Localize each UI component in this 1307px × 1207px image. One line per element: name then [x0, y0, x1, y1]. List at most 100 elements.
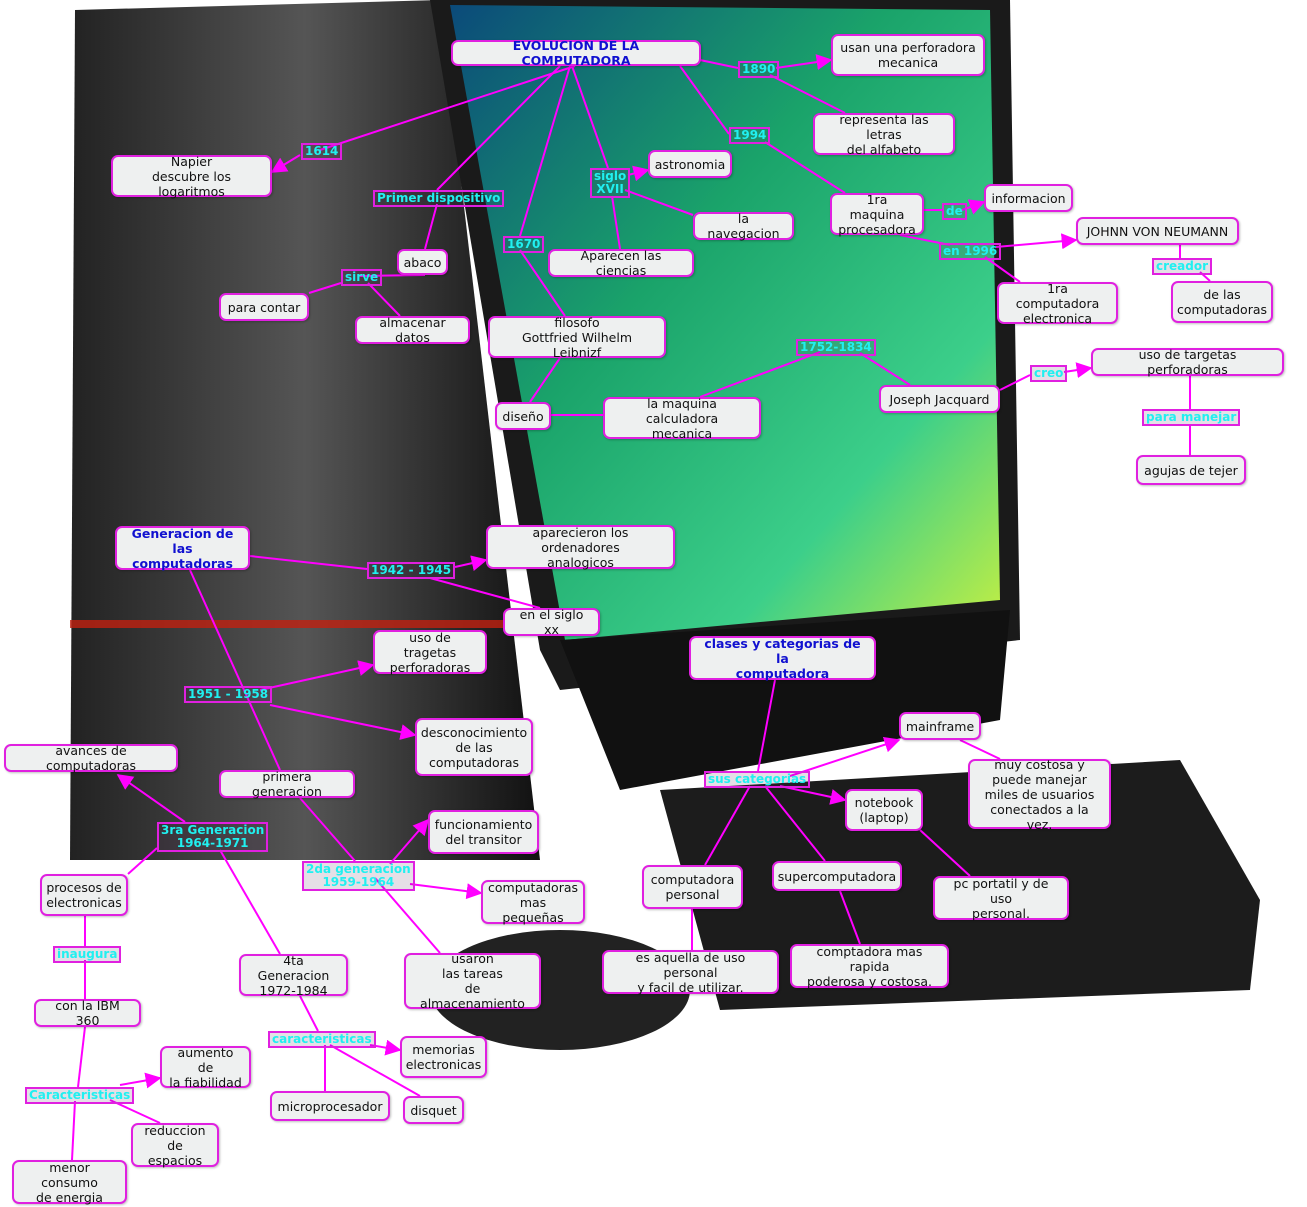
connector-line — [409, 883, 483, 900]
concept-analogicos[interactable]: aparecieron los ordenadores analogicos — [486, 525, 675, 570]
linking-phrase-inaugura[interactable]: inaugura — [53, 946, 122, 963]
concept-tragetas[interactable]: uso de tragetas perforadoras — [373, 630, 487, 675]
concept-usaron[interactable]: usaron las tareas de almacenamiento — [404, 951, 541, 1011]
concept-napier[interactable]: Napier descubre los logaritmos — [111, 154, 272, 199]
connector-line — [436, 65, 561, 191]
concept-fiabilidad[interactable]: aumento de la fiabilidad — [160, 1045, 251, 1090]
linking-phrase-primer[interactable]: Primer dispositivo — [373, 190, 505, 207]
concept-rapida[interactable]: comptadora mas rapida poderosa y costosa… — [790, 944, 949, 989]
linking-phrase-en1996[interactable]: en 1996 — [939, 243, 1002, 260]
linking-phrase-caract1[interactable]: Caracteristicas — [25, 1087, 135, 1104]
concept-ibm[interactable]: con la IBM 360 — [34, 998, 141, 1028]
concept-representa[interactable]: representa las letras del alfabeto — [813, 112, 955, 157]
concept-cuarta[interactable]: 4ta Generacion 1972-1984 — [239, 953, 348, 998]
concept-pequenas[interactable]: computadoras mas pequeñas — [481, 880, 585, 925]
concept-reduccion[interactable]: reduccion de espacios — [131, 1123, 219, 1168]
connector-line — [764, 785, 826, 862]
concept-personal[interactable]: computadora personal — [642, 865, 743, 909]
concept-agujas[interactable]: agujas de tejer — [1136, 455, 1246, 485]
concept-mainframe[interactable]: mainframe — [899, 712, 981, 740]
concept-disquet[interactable]: disquet — [403, 1096, 464, 1124]
connector-line — [919, 829, 971, 877]
linking-phrase-segunda[interactable]: 2da generacion 1959-1964 — [302, 861, 415, 891]
connector-line — [259, 660, 375, 691]
concept-diseno[interactable]: diseño — [495, 402, 551, 430]
linking-phrase-l1614[interactable]: 1614 — [301, 143, 343, 160]
concept-abaco[interactable]: abaco — [397, 249, 448, 275]
concept-costosa[interactable]: muy costosa y puede manejar miles de usu… — [968, 757, 1111, 832]
concept-contar[interactable]: para contar — [219, 293, 309, 321]
concept-astronomia[interactable]: astronomia — [648, 150, 732, 178]
connector-line — [71, 1100, 76, 1161]
concept-title[interactable]: EVOLUCION DE LA COMPUTADORA — [451, 38, 701, 68]
connector-line — [984, 256, 1021, 283]
linking-phrase-manejar[interactable]: para manejar — [1142, 409, 1241, 426]
concept-generacion[interactable]: Generacion de las computadoras — [115, 526, 250, 571]
concept-maquina1[interactable]: 1ra maquina procesadora — [830, 192, 924, 237]
connector-line — [775, 54, 833, 70]
linking-phrase-l1890[interactable]: 1890 — [738, 61, 780, 78]
concept-super[interactable]: supercomputadora — [772, 861, 902, 891]
linking-phrase-l1994[interactable]: 1994 — [729, 127, 771, 144]
connector-line — [529, 357, 561, 403]
tower-red-stripe — [70, 620, 530, 628]
connector-line — [519, 65, 571, 237]
connector-line — [764, 141, 846, 194]
concept-transitor[interactable]: funcionamiento del transitor — [428, 810, 539, 854]
connector-line — [959, 739, 1001, 760]
connector-line — [611, 195, 621, 250]
concept-aquella[interactable]: es aquella de uso personal y facil de ut… — [602, 950, 779, 995]
concept-ciencias[interactable]: Aparecen las ciencias — [548, 248, 694, 278]
concept-primera[interactable]: primera generacion — [219, 769, 355, 799]
linking-phrase-categorias[interactable]: sus categorias — [704, 771, 811, 788]
linking-phrase-creador[interactable]: creador — [1152, 258, 1213, 275]
connector-line — [699, 59, 739, 69]
linking-phrase-de[interactable]: de — [942, 203, 967, 220]
concept-clases[interactable]: clases y categorias de la computadora — [689, 636, 876, 681]
concept-filosofo[interactable]: filosofo Gottfried Wilhelm Leibnizf — [488, 315, 666, 360]
connector-line — [189, 569, 281, 771]
linking-phrase-caract2[interactable]: caracteristicas — [268, 1031, 376, 1048]
concept-neumann[interactable]: JOHNN VON NEUMANN — [1076, 217, 1239, 245]
connector-line — [116, 774, 186, 823]
connector-line — [249, 555, 368, 570]
concept-avances[interactable]: avances de computadoras — [4, 743, 178, 773]
connector-line — [624, 189, 694, 216]
concept-de-las[interactable]: de las computadoras — [1171, 281, 1273, 323]
concept-desconocimiento[interactable]: desconocimiento de las computadoras — [415, 718, 533, 776]
concept-jacquard[interactable]: Joseph Jacquard — [879, 385, 1000, 413]
linking-phrase-siglo[interactable]: siglo XVII — [590, 168, 631, 198]
connector-line — [839, 890, 861, 945]
connector-line — [299, 995, 319, 1032]
concept-calculadora[interactable]: la maquina calculadora mecanica — [603, 396, 761, 441]
concept-navegacion[interactable]: la navegacion — [693, 211, 794, 241]
concept-notebook[interactable]: notebook (laptop) — [845, 789, 923, 831]
concept-sigloxx[interactable]: en el siglo xx — [503, 607, 600, 637]
concept-portatil[interactable]: pc portatil y de uso personal. — [933, 876, 1069, 921]
connector-line — [127, 847, 158, 875]
concept-memorias[interactable]: memorias electronicas — [400, 1036, 487, 1078]
linking-phrase-l1670[interactable]: 1670 — [503, 236, 545, 253]
connector-line — [789, 736, 901, 777]
concept-micro[interactable]: microprocesador — [270, 1091, 390, 1121]
linking-phrase-sirve[interactable]: sirve — [341, 269, 383, 286]
concept-consumo[interactable]: menor consumo de energia — [12, 1160, 127, 1205]
linking-phrase-l1942[interactable]: 1942 - 1945 — [367, 562, 456, 579]
connector-line — [367, 282, 401, 317]
connector-line — [119, 1072, 162, 1089]
concept-comp-elec[interactable]: 1ra computadora electronica — [997, 281, 1118, 326]
monitor-screen — [450, 5, 1000, 640]
linking-phrase-tercera[interactable]: 3ra Generacion 1964-1971 — [157, 822, 269, 852]
concept-targetas[interactable]: uso de targetas perforadoras — [1091, 347, 1284, 377]
connector-line — [757, 679, 776, 772]
linking-phrase-creo[interactable]: creo — [1030, 365, 1068, 382]
linking-phrase-l1752[interactable]: 1752-1834 — [796, 339, 876, 356]
linking-phrase-l1951[interactable]: 1951 - 1958 — [184, 686, 273, 703]
concept-almacenar[interactable]: almacenar datos — [355, 315, 470, 345]
concept-usan[interactable]: usan una perforadora mecanica — [831, 34, 985, 76]
connector-line — [219, 849, 281, 955]
connector-line — [308, 282, 342, 294]
concept-informacion[interactable]: informacion — [984, 184, 1073, 212]
concept-procesos[interactable]: procesos de electronicas — [40, 874, 128, 916]
